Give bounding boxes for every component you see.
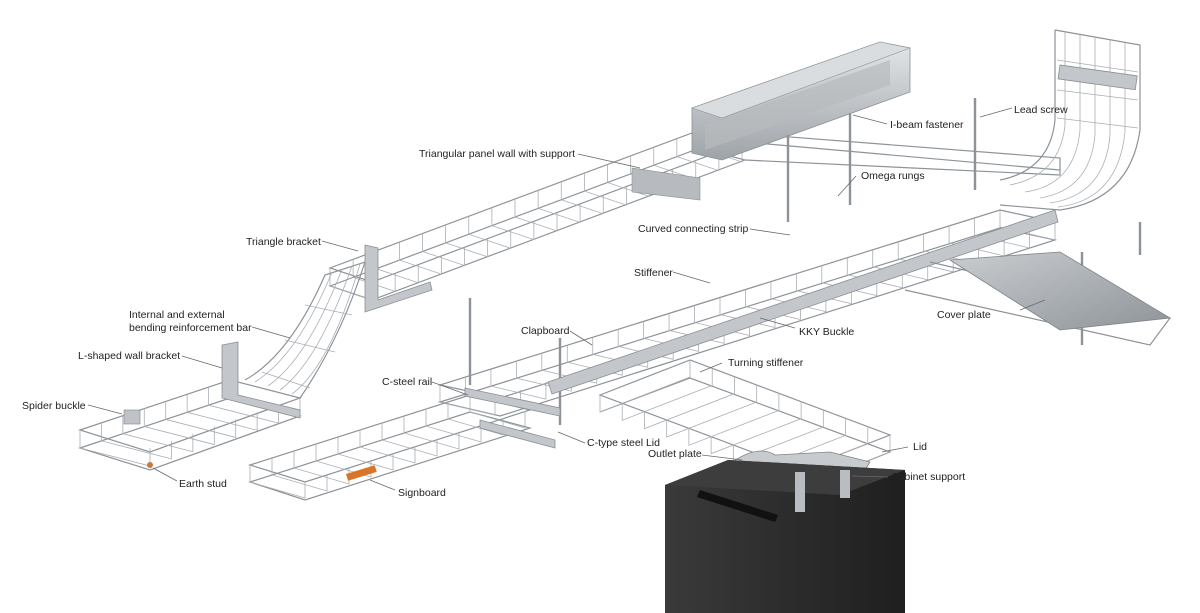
mesh-rung: [621, 368, 713, 421]
mesh-rung: [666, 385, 758, 438]
mesh-rung: [143, 408, 215, 446]
mesh-rung: [468, 216, 512, 249]
leader-lines: [87, 107, 1046, 491]
label-stiffener: Stiffener: [634, 267, 673, 279]
triangle-bracket: [364, 244, 433, 313]
mesh-rung: [653, 147, 697, 180]
mesh-rung: [425, 409, 482, 443]
cover-plate-branch: [904, 251, 1172, 346]
mesh-rung: [583, 173, 627, 206]
mesh-rung: [403, 416, 460, 450]
left-wire-tray: [78, 244, 433, 471]
label-omega-rungs: Omega rungs: [861, 170, 925, 182]
mesh-rung: [644, 376, 735, 430]
mesh-rung: [398, 242, 442, 275]
label-cabinet-support: Cabinet support: [891, 471, 965, 483]
label-internal-external-1: Internal and external: [129, 309, 225, 321]
mesh-rung: [469, 395, 526, 429]
mesh-rung: [208, 387, 279, 424]
spider-buckle: [123, 409, 141, 425]
mesh-rung: [560, 181, 604, 215]
mesh-rung: [337, 437, 394, 471]
mesh-rung: [732, 410, 824, 463]
callout-labels: Lead screw I-beam fastener Triangular pa…: [22, 104, 1068, 499]
mesh-rung: [79, 430, 151, 467]
label-clapboard: Clapboard: [521, 325, 570, 337]
front-wire-tray: [247, 387, 561, 501]
mesh-rung: [514, 199, 558, 232]
mesh-rung: [101, 422, 172, 460]
label-outlet-plate: Outlet plate: [648, 448, 702, 460]
cabinet-slot: [697, 490, 778, 522]
label-lead-screw: Lead screw: [1014, 104, 1068, 116]
label-turning-stiffener: Turning stiffener: [728, 357, 804, 369]
mesh-rung: [439, 385, 496, 416]
mesh-rung: [165, 401, 237, 438]
label-ibeam-fastener: I-beam fastener: [890, 119, 964, 131]
label-curved-connecting-strip: Curved connecting strip: [638, 223, 748, 235]
mesh-rung: [249, 465, 306, 499]
cabinet-support-leg: [795, 472, 805, 512]
label-csteel-rail: C-steel rail: [382, 376, 432, 388]
label-kky-buckle: KKY Buckle: [799, 326, 854, 338]
mesh-rung: [359, 430, 416, 464]
mesh-rung: [974, 217, 1030, 249]
mesh-rung: [422, 233, 465, 267]
label-triangular-panel: Triangular panel wall with support: [419, 148, 575, 160]
cabinet: [665, 460, 905, 613]
i-beam: [691, 41, 912, 161]
mesh-rung: [271, 458, 328, 492]
earth-stud: [147, 462, 153, 468]
mesh-rung: [999, 210, 1056, 241]
mesh-rung: [676, 138, 720, 172]
mesh-rung: [599, 360, 691, 413]
label-signboard: Signboard: [398, 487, 446, 499]
label-earth-stud: Earth stud: [179, 478, 227, 490]
label-spider-buckle: Spider buckle: [22, 400, 86, 412]
triangular-panel: [631, 167, 701, 201]
label-cover-plate: Cover plate: [937, 309, 991, 321]
mesh-rung: [445, 224, 489, 258]
mesh-rung: [710, 401, 802, 455]
label-lid: Lid: [913, 441, 927, 453]
mesh-rung: [688, 393, 780, 446]
cover-plate: [948, 251, 1172, 331]
mesh-rung: [490, 369, 547, 400]
mesh-rung: [122, 415, 194, 453]
mesh-rung: [186, 394, 258, 431]
c-steel-rail: [464, 387, 561, 417]
label-internal-external-2: bending reinforcement bar: [129, 322, 252, 334]
l-shaped-bracket: [221, 341, 301, 419]
mesh-rung: [537, 190, 581, 223]
label-lshaped-bracket: L-shaped wall bracket: [78, 350, 180, 362]
label-triangle-bracket: Triangle bracket: [246, 236, 321, 248]
stiffener-bar: [547, 209, 1059, 395]
signboard: [346, 465, 377, 481]
mesh-rung: [381, 423, 438, 457]
label-ctype-lid: C-type steel Lid: [587, 437, 660, 449]
mesh-rung: [491, 207, 535, 241]
vertical-bend-tray: [999, 29, 1141, 211]
mesh-rung: [293, 451, 350, 485]
